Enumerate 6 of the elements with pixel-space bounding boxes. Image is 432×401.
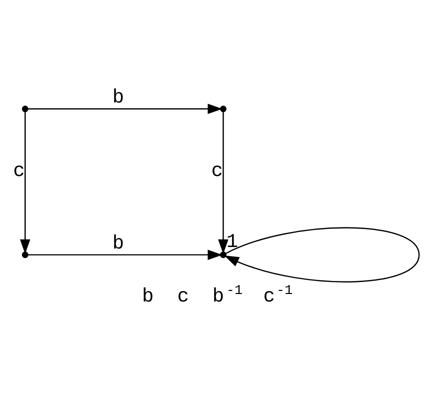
edge-label: c [13,160,25,182]
edge-label: b [112,86,124,109]
edge-label: b [112,232,124,254]
edge-label: 1 [226,230,238,253]
caption: b c b$^{-1}$ c$^{-1}$ [142,284,293,308]
edge-label: c [211,160,223,182]
